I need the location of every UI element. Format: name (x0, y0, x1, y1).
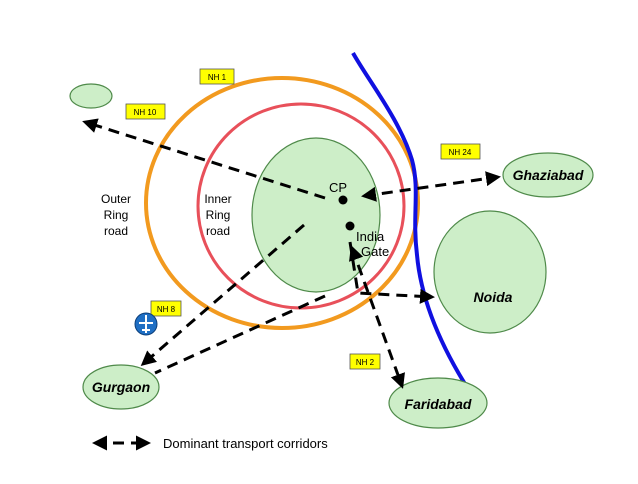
outer-ring-label-line1: Outer (101, 192, 131, 206)
gurgaon-region (82, 364, 160, 410)
cp-marker (338, 195, 348, 205)
small-region (69, 83, 113, 109)
nh8-label: NH 8 (157, 305, 176, 314)
nh24-label: NH 24 (449, 148, 472, 157)
nh10-label: NH 10 (134, 108, 157, 117)
gurgaon-label: Gurgaon (92, 379, 150, 395)
inner-ring-label-line1: Inner (204, 192, 231, 206)
india-gate-marker (345, 221, 355, 231)
nh2-label: NH 2 (356, 358, 375, 367)
outer-ring-label-line3: road (104, 224, 128, 238)
corridor-faridabad-arrow (349, 245, 405, 389)
noida-region (433, 210, 547, 334)
india-gate-label-line2: Gate (361, 244, 389, 259)
corridor-nh10-arrow (82, 118, 326, 200)
faridabad-region (388, 377, 488, 429)
nh1-badge: NH 1 (199, 68, 235, 85)
noida-label: Noida (474, 289, 513, 305)
nh2-badge: NH 2 (349, 353, 381, 370)
nh10-badge: NH 10 (125, 103, 166, 120)
corridor-gurgaon-south-line (154, 294, 326, 375)
ghaziabad-label: Ghaziabad (513, 167, 584, 183)
inner-ring-label-line3: road (206, 224, 230, 238)
cp-label: CP (329, 180, 347, 195)
legend-label: Dominant transport corridors (163, 436, 328, 451)
outer-ring-label-line2: Ring (104, 208, 129, 222)
india-gate-label-line1: India (356, 229, 385, 244)
inner-ring-label-line2: Ring (206, 208, 231, 222)
ghaziabad-region (502, 152, 594, 198)
nh24-badge: NH 24 (440, 143, 481, 160)
airplane-icon (134, 312, 158, 336)
central-delhi-region (251, 137, 381, 293)
nh1-label: NH 1 (208, 73, 227, 82)
nh8-badge: NH 8 (150, 300, 182, 317)
corridor-ghaziabad-arrow (361, 171, 501, 202)
faridabad-label: Faridabad (405, 396, 472, 412)
outer-ring-road (144, 76, 420, 330)
river (351, 52, 472, 394)
